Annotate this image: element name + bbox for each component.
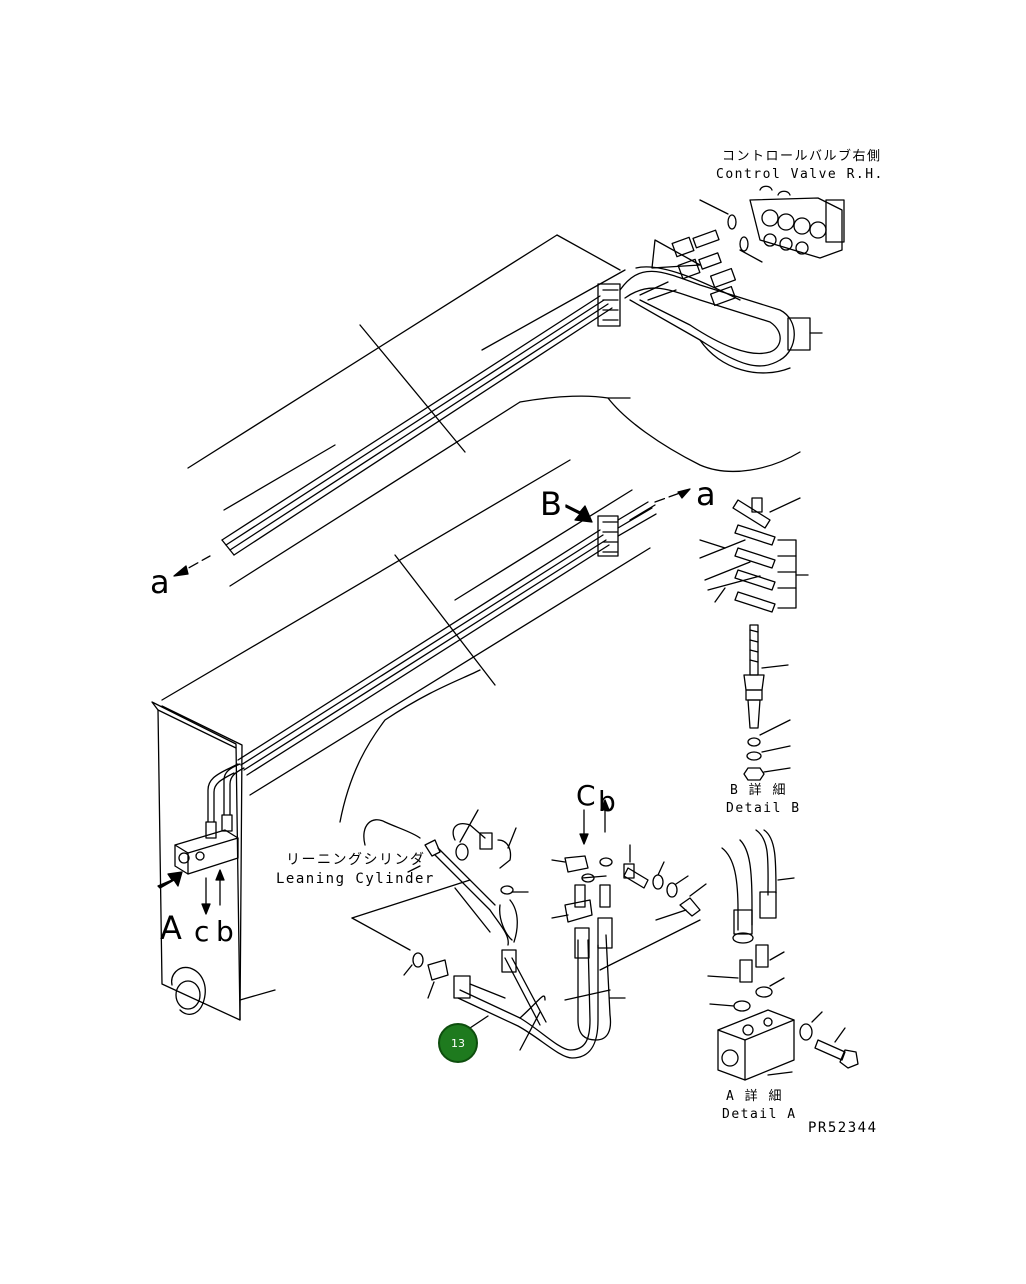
drawing-number: PR52344 <box>808 1120 878 1136</box>
port-c-top-label: C <box>576 779 596 812</box>
view-b-arrow <box>565 504 593 523</box>
leaning-cylinder-label-jp: リーニングシリンダ <box>286 852 426 868</box>
control-valve <box>699 185 845 263</box>
part-callout-13[interactable]: 13 <box>438 1023 478 1063</box>
detail-a-components <box>707 829 859 1081</box>
control-valve-label-en: Control Valve R.H. <box>716 167 884 182</box>
lower-pipe-bundle <box>237 501 657 776</box>
upper-pipe-bundle <box>221 283 621 556</box>
lower-boom <box>161 459 651 823</box>
leaning-cylinder-hoses <box>351 809 529 951</box>
valve-hose-loop <box>619 266 823 374</box>
valve-fittings <box>639 229 737 307</box>
frame-plate <box>151 701 276 1021</box>
cb-fittings <box>551 799 613 923</box>
detail-b-label-jp: B 詳 細 <box>730 783 787 798</box>
plate-arrows <box>157 869 225 915</box>
port-c-label: c <box>194 915 210 948</box>
arrow-a <box>173 488 691 577</box>
arrow-a-label-right: a <box>696 475 716 513</box>
upper-boom <box>187 234 801 587</box>
view-b-label: B <box>540 485 562 523</box>
port-b-label: b <box>216 915 234 948</box>
port-b-top-label: b <box>598 785 616 818</box>
detail-a-label-jp: A 詳 細 <box>726 1089 783 1104</box>
main-hose-assembly <box>453 917 701 1059</box>
arrow-a-label-left: a <box>150 563 170 601</box>
detail-b-label-en: Detail B <box>726 801 801 816</box>
view-a-label: A <box>160 909 182 947</box>
plate-manifold <box>174 763 245 875</box>
leaning-cylinder-leader <box>407 865 421 873</box>
detail-a-label-en: Detail A <box>722 1107 797 1122</box>
small-hardware <box>623 844 707 921</box>
control-valve-label-jp: コントロールバルブ右側 <box>722 149 882 164</box>
detail-b-components <box>699 497 809 781</box>
left-small-parts <box>403 952 449 999</box>
leaning-cylinder-label-en: Leaning Cylinder <box>276 871 435 887</box>
